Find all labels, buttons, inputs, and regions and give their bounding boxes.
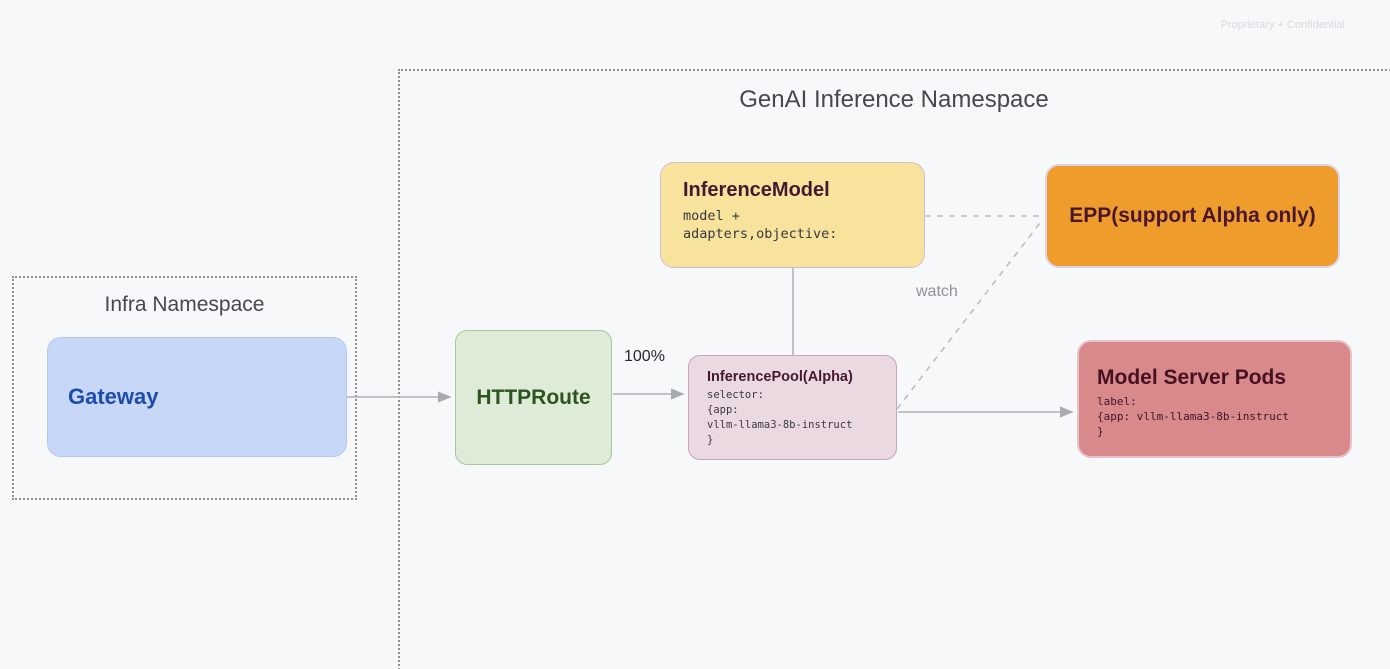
epp-node: EPP(support Alpha only): [1045, 164, 1340, 268]
genai-namespace-title: GenAI Inference Namespace: [739, 86, 1049, 113]
inference-model-body-line: model +: [683, 208, 740, 224]
model-server-pods-body-line: {app: vllm-llama3-8b-instruct: [1097, 410, 1290, 423]
inference-pool-body-line: }: [707, 434, 714, 446]
inference-pool-title: InferencePool(Alpha): [707, 369, 853, 385]
model-server-pods-body-line: }: [1097, 425, 1104, 438]
confidential-notice: Proprietary + Confidential: [1220, 19, 1345, 31]
traffic-percentage-label: 100%: [624, 348, 665, 365]
model-server-pods-title: Model Server Pods: [1097, 366, 1287, 389]
inference-model-title: InferenceModel: [683, 179, 830, 201]
inference-model-body-line: adapters,objective:: [683, 226, 838, 242]
inference-pool-body-line: selector:: [707, 389, 764, 401]
model-server-pods-node: Model Server Pods label: {app: vllm-llam…: [1077, 340, 1352, 458]
gateway-node: Gateway: [47, 337, 347, 457]
httproute-node: HTTPRoute: [455, 330, 612, 465]
gateway-label: Gateway: [68, 384, 159, 409]
epp-label: EPP(support Alpha only): [1069, 204, 1316, 227]
infra-namespace-frame: [12, 276, 357, 500]
inference-pool-body-line: vllm-llama3-8b-instruct: [707, 419, 853, 431]
inference-model-node: InferenceModel model + adapters,objectiv…: [660, 162, 925, 268]
model-server-pods-body-line: label:: [1097, 395, 1137, 408]
genai-namespace-frame: [398, 69, 1390, 669]
httproute-label: HTTPRoute: [476, 385, 591, 409]
infra-namespace-title: Infra Namespace: [104, 293, 265, 316]
inference-pool-body-line: {app:: [707, 404, 739, 416]
inference-pool-node: InferencePool(Alpha) selector: {app: vll…: [688, 355, 897, 460]
edge-inferencepool-to-epp-dashed: [896, 218, 1044, 410]
watch-label: watch: [916, 283, 958, 300]
